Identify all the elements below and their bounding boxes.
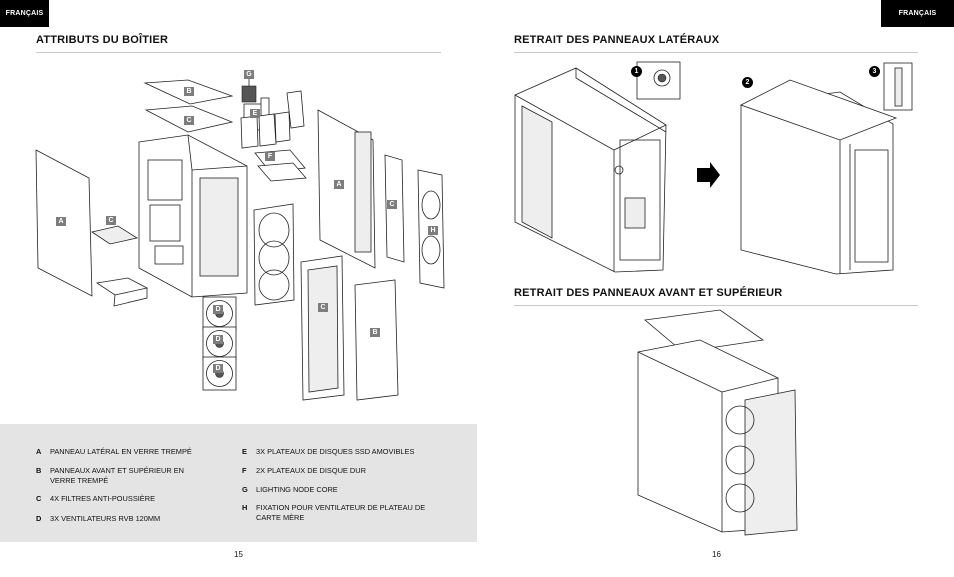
front-title-rule — [514, 305, 918, 306]
exploded-case-diagram — [35, 74, 445, 401]
front-glass-panel — [744, 389, 798, 536]
side-title-rule — [514, 52, 918, 53]
callout-b-top: B — [184, 87, 194, 96]
callout-c-front: C — [318, 303, 328, 312]
callout-c-left: C — [106, 216, 116, 225]
callout-h: H — [428, 226, 438, 235]
fan-bracket — [253, 203, 295, 306]
lighting-node — [241, 85, 257, 103]
callout-g: G — [244, 70, 254, 79]
step-1-badge: 1 — [631, 66, 642, 77]
callout-a-left: A — [56, 217, 66, 226]
ssd-tray — [286, 90, 305, 129]
front-top-panel-removal-diagram — [637, 309, 798, 536]
front-panel-b — [354, 279, 399, 401]
page-number-left: 15 — [234, 550, 243, 559]
language-tag-left: FRANÇAIS — [0, 0, 49, 27]
left-title-rule — [36, 52, 441, 53]
step-2-badge: 2 — [742, 77, 753, 88]
page-number-right: 16 — [712, 550, 721, 559]
side-panel-title: RETRAIT DES PANNEAUX LATÉRAUX — [514, 34, 720, 46]
callout-f: F — [265, 152, 275, 161]
callout-a-right: A — [334, 180, 344, 189]
left-page-title: ATTRIBUTS DU BOÎTIER — [36, 34, 169, 46]
callout-d3: D — [213, 364, 223, 373]
side-panel-removal-diagram — [514, 61, 913, 275]
callout-b-front: B — [370, 328, 380, 337]
callout-c-right: C — [387, 200, 397, 209]
dust-filter-c-left — [91, 225, 139, 245]
language-tag-right: FRANÇAIS — [881, 0, 954, 27]
callout-d1: D — [213, 305, 223, 314]
step-3-badge: 3 — [869, 66, 880, 77]
callout-e: E — [250, 109, 260, 118]
front-panel-title: RETRAIT DES PANNEAUX AVANT ET SUPÉRIEUR — [514, 287, 783, 299]
callout-d2: D — [213, 335, 223, 344]
fan-d1 — [202, 296, 237, 331]
callout-c-top: C — [184, 116, 194, 125]
lifted-top-glass — [644, 309, 765, 353]
